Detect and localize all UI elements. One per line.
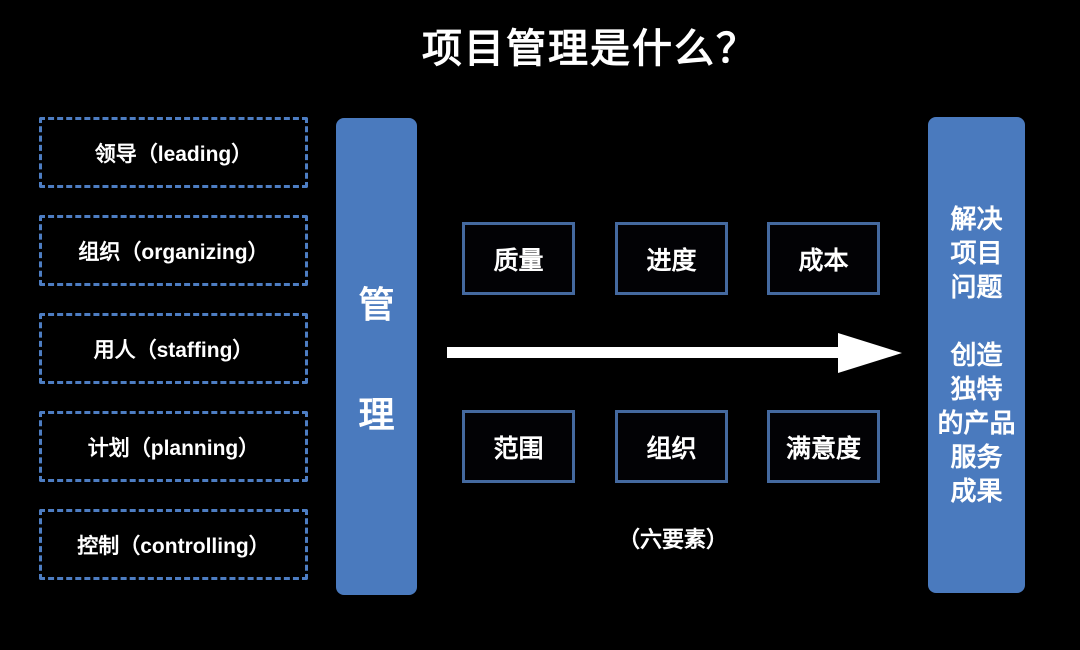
function-box-staffing: 用人（staffing） xyxy=(39,313,308,384)
element-box-quality-label: 质量 xyxy=(493,246,544,275)
management-bar-char-2: 理 xyxy=(358,393,395,435)
element-box-organization-label: 组织 xyxy=(646,434,697,463)
element-box-cost-label: 成本 xyxy=(798,246,849,275)
function-box-organizing: 组织（organizing） xyxy=(39,215,308,286)
result-bar-line: 独特 xyxy=(950,374,1003,404)
result-bar-line: 解决 xyxy=(950,204,1003,234)
arrow-right-shaft xyxy=(447,347,840,358)
result-bar-line: 的产品 xyxy=(937,408,1016,438)
element-box-schedule: 进度 xyxy=(615,222,728,295)
element-box-scope-label: 范围 xyxy=(493,434,544,463)
function-box-controlling-label: 控制（controlling） xyxy=(77,534,270,558)
element-box-organization: 组织 xyxy=(615,410,728,483)
management-bar: 管 理 xyxy=(336,118,417,595)
arrow-right-head-icon xyxy=(838,333,902,373)
result-bar-line: 服务 xyxy=(950,442,1003,472)
management-bar-char-1: 管 xyxy=(358,283,395,325)
page-title: 项目管理是什么？ xyxy=(422,27,758,71)
function-box-leading: 领导（leading） xyxy=(39,117,308,188)
function-box-organizing-label: 组织（organizing） xyxy=(78,240,269,264)
function-box-planning-label: 计划（planning） xyxy=(87,436,260,460)
result-bar-line: 问题 xyxy=(950,272,1003,302)
six-elements-caption: （六要素） xyxy=(617,527,728,552)
function-box-controlling: 控制（controlling） xyxy=(39,509,308,580)
result-bar-line: 创造 xyxy=(950,340,1003,370)
element-box-scope: 范围 xyxy=(462,410,575,483)
result-bar: 解决 项目 问题 创造 独特 的产品 服务 成果 xyxy=(928,117,1025,593)
function-box-planning: 计划（planning） xyxy=(39,411,308,482)
function-box-leading-label: 领导（leading） xyxy=(94,142,253,166)
element-box-satisfaction-label: 满意度 xyxy=(785,434,861,463)
function-box-staffing-label: 用人（staffing） xyxy=(93,338,254,362)
result-bar-line: 项目 xyxy=(950,238,1003,268)
result-bar-line: 成果 xyxy=(950,476,1003,506)
element-box-schedule-label: 进度 xyxy=(646,246,697,275)
element-box-cost: 成本 xyxy=(767,222,880,295)
element-box-quality: 质量 xyxy=(462,222,575,295)
element-box-satisfaction: 满意度 xyxy=(767,410,880,483)
